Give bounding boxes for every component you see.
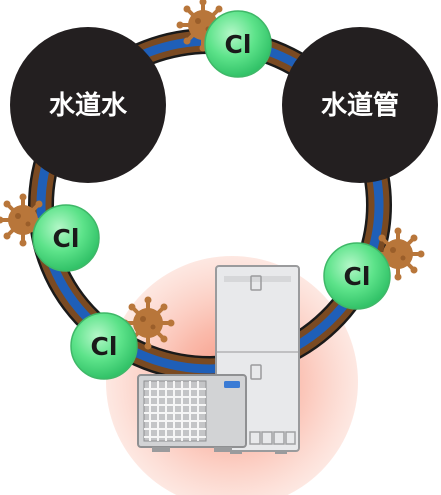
chlorine-marker-label: Cl bbox=[344, 262, 371, 291]
chlorine-marker-label: Cl bbox=[53, 224, 80, 253]
chlorine-marker-label: Cl bbox=[91, 332, 118, 361]
chlorine-marker-left: Cl bbox=[32, 204, 100, 272]
chlorine-marker-top: Cl bbox=[204, 10, 272, 78]
node-tap-water: 水道水 bbox=[10, 27, 166, 183]
node-water-pipe-label: 水道管 bbox=[321, 90, 399, 121]
chlorine-marker-right: Cl bbox=[323, 242, 391, 310]
node-tap-water-label: 水道水 bbox=[49, 90, 128, 121]
chlorine-marker-label: Cl bbox=[225, 30, 252, 59]
heat-pump-unit bbox=[137, 374, 247, 452]
chlorine-marker-bottom: Cl bbox=[70, 312, 138, 380]
node-water-pipe: 水道管 bbox=[282, 27, 438, 183]
